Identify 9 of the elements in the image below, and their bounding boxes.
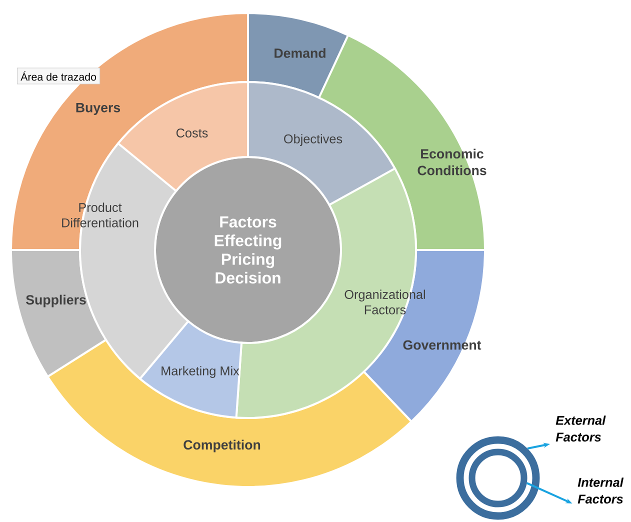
outer-ring-segment: Demand: [247, 12, 350, 99]
ring-segment: Objectives: [247, 81, 396, 206]
outer-ring-segment: Suppliers: [10, 249, 107, 378]
ring-icon: [468, 448, 528, 508]
ring-icon: [456, 436, 540, 520]
legend-text: External Factors: [556, 416, 606, 442]
ring-segment: Marketing Mix: [139, 320, 243, 419]
legend-text: Internal Factors: [578, 478, 624, 504]
tooltip: Área de trazado: [17, 68, 100, 84]
